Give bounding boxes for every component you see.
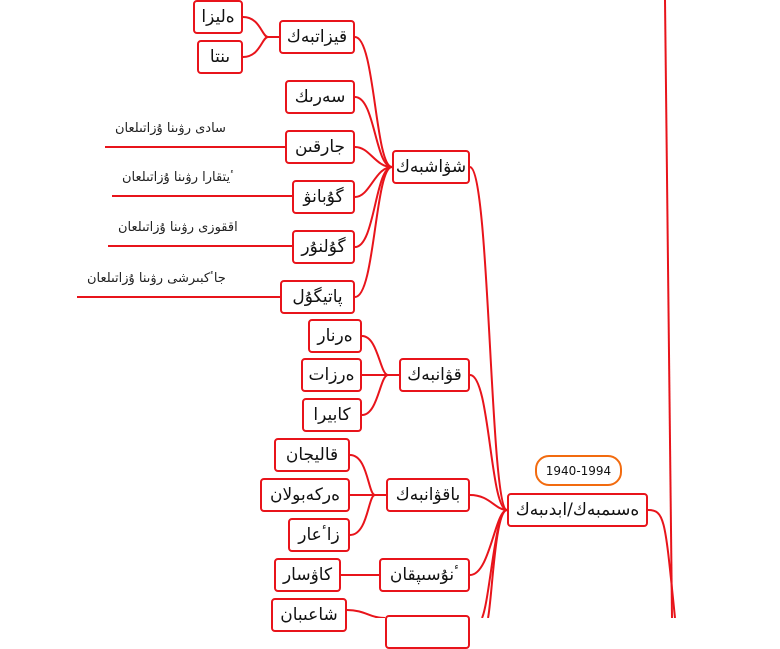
marriage-note: سادى رۋىنا ۇزاتىلعان: [115, 121, 226, 136]
person-node-nusipqan[interactable]: ٴنۇسىپقان: [379, 558, 470, 592]
person-node-zharqyn[interactable]: جارقىن: [285, 130, 355, 164]
years-callout: 1940-1994: [535, 455, 622, 486]
person-node-patigul[interactable]: پاتيگۇل: [280, 280, 355, 314]
person-node-partial[interactable]: [385, 615, 470, 649]
person-node-inta[interactable]: ىنتا: [197, 40, 243, 74]
person-node-shagiban[interactable]: شاعىبان: [271, 598, 347, 632]
person-node-baqquanbek[interactable]: باقۋانبەك: [386, 478, 470, 512]
person-node-quanbek[interactable]: قۋانبەك: [399, 358, 470, 392]
person-node-shuashbek[interactable]: شۋاشبەك: [392, 150, 470, 184]
marriage-note: ٴيتقارا رۋىنا ۇزاتىلعان: [122, 170, 234, 185]
marriage-note: جاٴكبىرشى رۋىنا ۇزاتىلعان: [87, 271, 226, 286]
person-node-kabira[interactable]: كابيرا: [302, 398, 362, 432]
person-node-qizatbek[interactable]: قيزاتبەك: [279, 20, 355, 54]
person-node-ernar[interactable]: ەرنار: [308, 319, 362, 353]
person-node-serik[interactable]: سەرىك: [285, 80, 355, 114]
person-node-erkebolan[interactable]: ەركەبولان: [260, 478, 350, 512]
person-node-qalizhan[interactable]: قاليجان: [274, 438, 350, 472]
root-person-node[interactable]: ەسىمبەك/ابدىبەك: [507, 493, 648, 527]
person-node-zagar[interactable]: زاٴعار: [288, 518, 350, 552]
marriage-note: اققوزى رۋىنا ۇزاتىلعان: [118, 220, 238, 235]
connector-lines: [77, 0, 676, 618]
person-node-eliza[interactable]: ەليزا: [193, 0, 243, 34]
person-node-erzat[interactable]: ەرزات: [301, 358, 362, 392]
person-node-gulbanu[interactable]: گۇبانۋ: [292, 180, 355, 214]
person-node-kausar[interactable]: كاۋسار: [274, 558, 341, 592]
person-node-gulnur[interactable]: گۇلنۇر: [292, 230, 355, 264]
